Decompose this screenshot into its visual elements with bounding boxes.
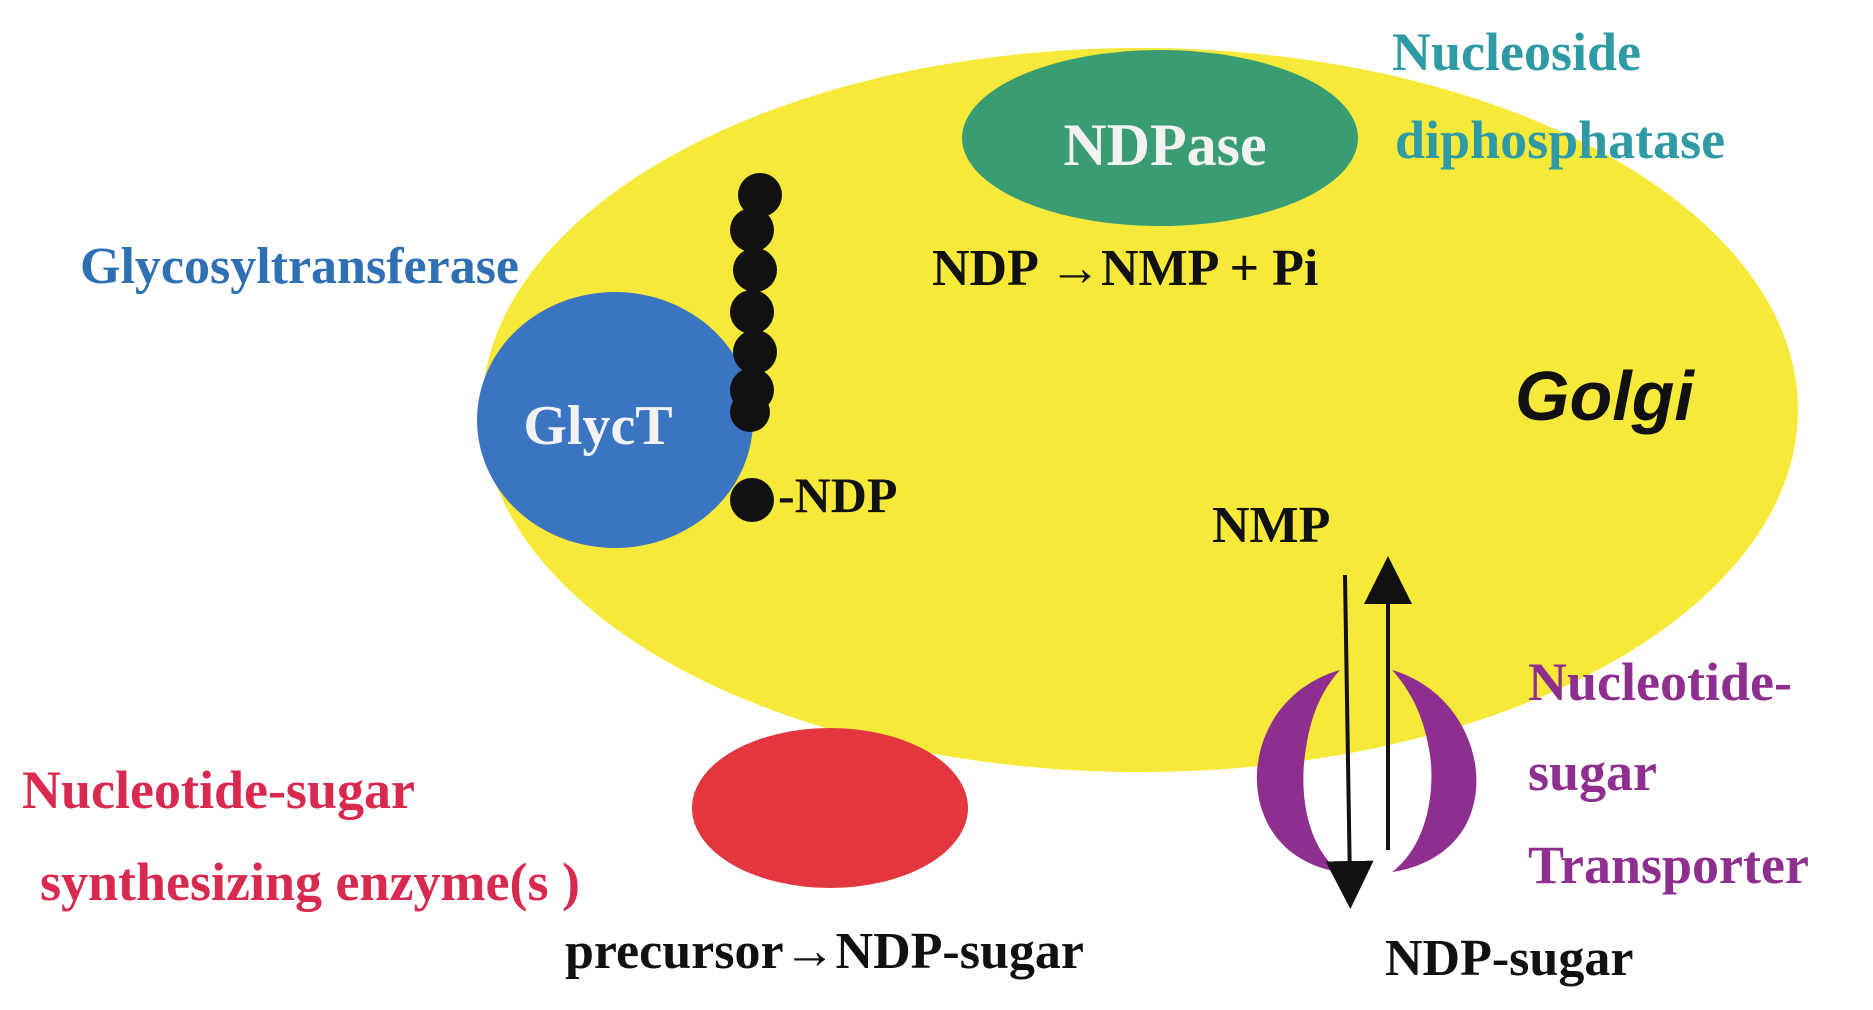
golgi-label: Golgi bbox=[1515, 357, 1695, 435]
sugar-bead bbox=[730, 392, 770, 432]
synth-label-line2: synthesizing enzyme(s ) bbox=[40, 852, 580, 912]
glycosyltransferase-label: Glycosyltransferase bbox=[80, 238, 519, 295]
synth-label-line1: Nucleotide-sugar bbox=[22, 760, 415, 820]
transporter-label-line1: Nucleotide- bbox=[1528, 652, 1792, 712]
glyct-label: GlycT bbox=[523, 395, 672, 457]
sugar-chain bbox=[730, 173, 782, 522]
transporter-right-half bbox=[1392, 670, 1477, 872]
ndpase-enzyme bbox=[962, 50, 1358, 226]
glyct-enzyme bbox=[477, 292, 753, 548]
sugar-bead bbox=[730, 208, 774, 252]
nmp-label: NMP bbox=[1212, 497, 1330, 554]
sugar-bead bbox=[730, 478, 774, 522]
golgi-compartment bbox=[482, 48, 1798, 772]
nucleotide-sugar-transporter bbox=[1256, 670, 1477, 872]
arrow-into-golgi bbox=[1325, 574, 1374, 909]
synth-enzyme bbox=[692, 728, 968, 888]
precursor-reaction-label: precursor→NDP-sugar bbox=[565, 923, 1084, 980]
diphosphatase-label-line1: Nucleoside bbox=[1392, 22, 1641, 82]
ndp-tag-label: -NDP bbox=[778, 467, 897, 523]
transporter-label-line2: sugar bbox=[1528, 742, 1657, 802]
transporter-label-line3: Transporter bbox=[1528, 835, 1809, 895]
ndp-nmp-reaction: NDP →NMP + Pi bbox=[932, 240, 1318, 297]
sugar-bead bbox=[730, 290, 774, 334]
diphosphatase-label-line2: diphosphatase bbox=[1395, 110, 1725, 170]
ndpase-label: NDPase bbox=[1063, 112, 1266, 178]
transporter-left-half bbox=[1256, 670, 1340, 872]
ndp-sugar-label: NDP-sugar bbox=[1385, 930, 1633, 987]
sugar-bead bbox=[733, 330, 777, 374]
sugar-bead bbox=[738, 173, 782, 217]
sugar-bead bbox=[733, 248, 777, 292]
